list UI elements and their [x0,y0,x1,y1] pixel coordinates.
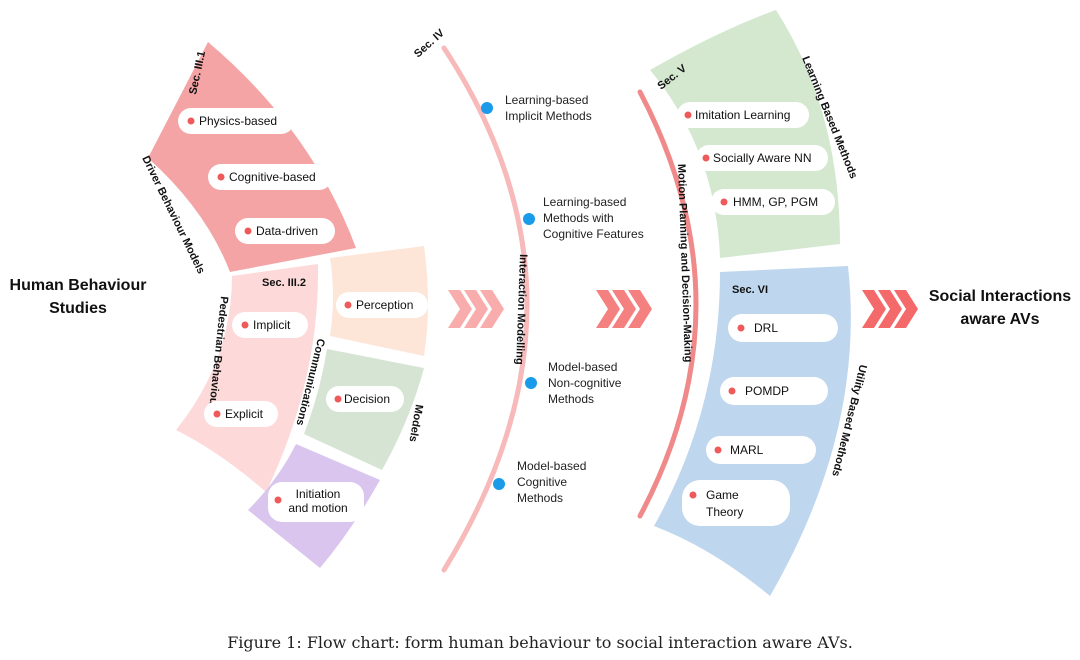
bullet-dot [702,154,710,162]
chevron-arrows-icon [596,290,652,328]
bullet-dot [217,173,225,181]
game-theory-label-line1: Game [706,488,739,502]
physics-based-pill: Physics-based [178,108,294,134]
cognitive-based-pill: Cognitive-based [208,164,332,190]
point2-line1: Learning-based [543,195,626,209]
socially-aware-nn-pill: Socially Aware NN [696,145,828,171]
socially-aware-nn-label: Socially Aware NN [713,151,811,165]
implicit-pill: Implicit [232,312,308,338]
point3-line1: Model-based [548,360,617,374]
point3-line3: Methods [548,392,594,406]
utility-sec-label: Sec. VI [732,284,768,296]
bullet-dot [187,117,195,125]
human-behaviour-title-line1: Human Behaviour [10,277,147,294]
bullet-dot [274,496,282,504]
chevron-arrows-icon [862,290,918,328]
bullet-dot [344,301,352,309]
perception-panel: Perception [330,246,428,356]
interaction-arc [441,45,530,573]
imitation-learning-pill: Imitation Learning [677,102,809,128]
node-dot [493,478,505,490]
node-dot [481,102,493,114]
chevron-arrows-icon [448,290,504,328]
data-driven-pill: Data-driven [235,218,335,244]
game-theory-pill: Game Theory [682,480,790,526]
interaction-sec-label: Sec. IV [412,27,447,61]
pedestrian-sec-label: Sec. III.2 [262,277,306,289]
bullet-dot [241,321,249,329]
bullet-dot [689,491,697,499]
hmm-gp-pgm-label: HMM, GP, PGM [733,195,818,209]
implicit-label: Implicit [253,318,291,332]
motion-planning-arc [637,89,699,519]
interaction-modelling-label: Interaction Modelling [513,254,529,365]
driver-behaviour-panel: Sec. III.1 Driver Behaviour Models Physi… [139,42,356,276]
point4-line3: Methods [517,491,563,505]
bullet-dot [737,324,745,332]
cognitive-based-label: Cognitive-based [229,170,316,184]
point1-line2: Implicit Methods [505,109,592,123]
bullet-dot [684,111,692,119]
initiation-label-line1: Initiation [296,487,341,501]
initiation-panel: Initiation and motion [248,444,380,568]
social-interactions-title-line2: aware AVs [960,311,1039,328]
human-behaviour-title: Human Behaviour Studies [10,277,147,317]
point2-line2: Methods with [543,211,614,225]
physics-based-label: Physics-based [199,114,277,128]
data-driven-label: Data-driven [256,224,318,238]
perception-pill: Perception [336,292,428,318]
point1-line1: Learning-based [505,93,588,107]
motion-planning-label: Motion Planning and Decision-Making [675,164,694,363]
node-dot [523,213,535,225]
decision-panel: Models Decision [304,349,425,470]
point4-line1: Model-based [517,459,586,473]
figure-caption: Figure 1: Flow chart: form human behavio… [227,633,853,652]
point2-line3: Cognitive Features [543,227,644,241]
bullet-dot [213,410,221,418]
driver-behaviour-sector [148,42,356,272]
bullet-dot [244,227,252,235]
pomdp-label: POMDP [745,384,789,398]
explicit-label: Explicit [225,407,264,421]
point3-line2: Non-cognitive [548,376,622,390]
pomdp-pill: POMDP [720,377,828,405]
marl-pill: MARL [706,436,816,464]
bullet-dot [334,395,342,403]
perception-label: Perception [356,298,413,312]
bullet-dot [714,446,722,454]
explicit-pill: Explicit [204,401,278,427]
imitation-learning-label: Imitation Learning [695,108,790,122]
game-theory-label-line2: Theory [706,505,743,519]
hmm-gp-pgm-pill: HMM, GP, PGM [711,189,835,215]
initiation-pill: Initiation and motion [268,482,364,522]
decision-label: Decision [344,392,390,406]
marl-label: MARL [730,443,764,457]
social-interactions-title-line1: Social Interactions [929,288,1071,305]
drl-label: DRL [754,321,778,335]
point4-line2: Cognitive [517,475,567,489]
initiation-label-line2: and motion [288,501,347,515]
bullet-dot [728,387,736,395]
social-interactions-title: Social Interactions aware AVs [929,288,1071,328]
human-behaviour-title-line2: Studies [49,300,107,317]
decision-pill: Decision [326,386,404,412]
node-dot [525,377,537,389]
bullet-dot [720,198,728,206]
drl-pill: DRL [728,314,838,342]
